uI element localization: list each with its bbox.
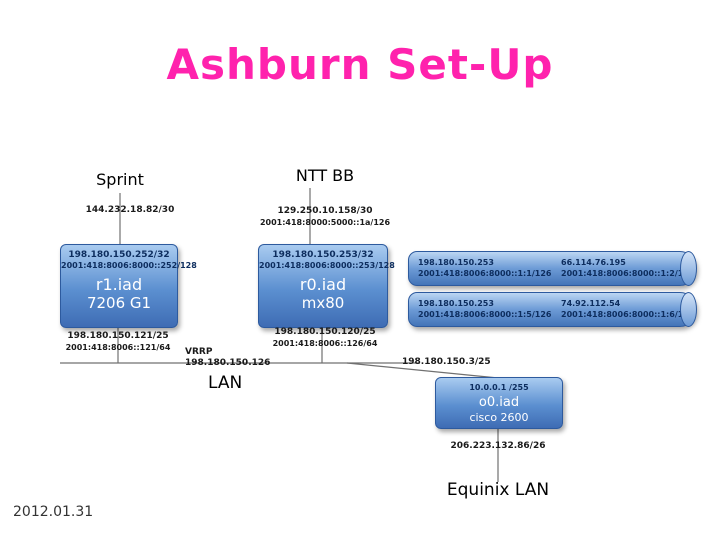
sprint-link-ip: 144.232.18.82/30	[85, 205, 175, 215]
r1-loopback-v6: 2001:418:8006:8000::252/128	[61, 261, 197, 270]
provider-label-ntt: NTT BB	[295, 166, 355, 185]
tube2-local-v4: 198.180.150.253	[418, 299, 494, 308]
r0-lan-v6: 2001:418:8006::126/64	[272, 339, 378, 348]
tube1-local: 198.180.150.253 2001:418:8006:8000::1:1/…	[418, 257, 551, 279]
tube2-remote-v6: 2001:418:8006:8000::1:6/126	[561, 310, 695, 319]
ntt-link-ipv6: 2001:418:8000:5000::1a/126	[259, 218, 391, 227]
r0-lan-ips: 198.180.150.120/25 2001:418:8006::126/64	[262, 327, 388, 349]
equinix-link-ip: 206.223.132.86/26	[450, 441, 546, 451]
switch-o0: 10.0.0.1 /255 o0.iad cisco 2600	[435, 377, 563, 429]
ntt-link-ips: 129.250.10.158/30 2001:418:8000:5000::1a…	[245, 206, 405, 228]
lan-label: LAN	[208, 373, 243, 393]
tube2-remote-v4: 74.92.112.54	[561, 299, 621, 308]
tube2-local: 198.180.150.253 2001:418:8006:8000::1:5/…	[418, 298, 551, 320]
r0-loopback-v4: 198.180.150.253/32	[272, 250, 374, 260]
o0-model: cisco 2600	[469, 411, 529, 424]
transit-tube-2: 198.180.150.253 2001:418:8006:8000::1:5/…	[408, 292, 697, 327]
o0-hostname: o0.iad	[478, 395, 520, 410]
link-lan-o0	[346, 362, 499, 379]
r1-lan-v4: 198.180.150.121/25	[67, 331, 169, 341]
r1-lan-ips: 198.180.150.121/25 2001:418:8006::121/64	[58, 331, 178, 353]
tube1-remote-v6: 2001:418:8006:8000::1:2/126	[561, 269, 695, 278]
router-r0: 198.180.150.253/32 2001:418:8006:8000::2…	[258, 244, 395, 328]
tube1-local-v6: 2001:418:8006:8000::1:1/126	[418, 269, 552, 278]
slide-title: Ashburn Set-Up	[166, 40, 554, 89]
tube2-remote: 74.92.112.54 2001:418:8006:8000::1:6/126	[561, 298, 694, 320]
r0-loopback-v6: 2001:418:8006:8000::253/128	[259, 261, 395, 270]
r1-model: 7206 G1	[86, 294, 152, 312]
tube2-local-v6: 2001:418:8006:8000::1:5/126	[418, 310, 552, 319]
equinix-lan-label: Equinix LAN	[446, 480, 550, 500]
r0-model: mx80	[301, 294, 345, 312]
r0-lan-v4: 198.180.150.120/25	[274, 327, 376, 337]
ntt-link-ipv4: 129.250.10.158/30	[277, 206, 373, 216]
r1-lan-v6: 2001:418:8006::121/64	[65, 343, 171, 352]
tube1-remote: 66.114.76.195 2001:418:8006:8000::1:2/12…	[561, 257, 694, 279]
transit-tube-1: 198.180.150.253 2001:418:8006:8000::1:1/…	[408, 251, 697, 286]
o0-uplink-ip: 198.180.150.3/25	[402, 357, 491, 367]
router-r1: 198.180.150.252/32 2001:418:8006:8000::2…	[60, 244, 197, 328]
r1-hostname: r1.iad	[95, 275, 143, 294]
tube1-remote-v4: 66.114.76.195	[561, 258, 626, 267]
r1-loopback-v4: 198.180.150.252/32	[68, 250, 170, 260]
o0-mgmt-ip: 10.0.0.1 /255	[469, 383, 529, 392]
provider-label-sprint: Sprint	[96, 170, 144, 189]
r0-hostname: r0.iad	[299, 275, 347, 294]
tube1-local-v4: 198.180.150.253	[418, 258, 494, 267]
slide-date: 2012.01.31	[13, 504, 94, 520]
vrrp-label: VRRP 198.180.150.126	[185, 347, 271, 368]
